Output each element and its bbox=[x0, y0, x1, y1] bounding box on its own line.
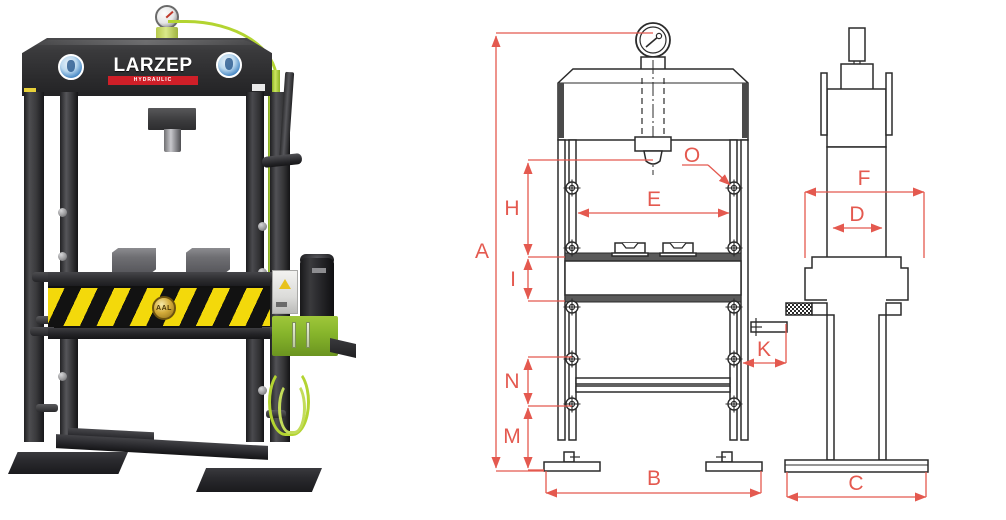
electrical-control-box bbox=[272, 270, 298, 314]
hose-coil-outer bbox=[268, 368, 310, 436]
dimension-label-M: M bbox=[503, 425, 521, 448]
hand-pump-lever bbox=[278, 71, 295, 165]
support-pin bbox=[36, 404, 58, 412]
control-box-label bbox=[276, 302, 287, 307]
motor-nameplate bbox=[312, 268, 326, 273]
column-pin bbox=[258, 386, 267, 395]
safety-hazard-panel bbox=[48, 286, 270, 328]
dimension-O bbox=[682, 164, 731, 186]
safety-symbol-right-icon bbox=[216, 52, 242, 78]
dimension-label-I: I bbox=[510, 268, 516, 291]
electric-motor bbox=[300, 258, 334, 318]
head-beam-highlight bbox=[30, 40, 262, 45]
base-plate-left bbox=[8, 452, 128, 474]
dimension-label-E: E bbox=[647, 188, 661, 211]
hydraulic-oil-tank bbox=[272, 316, 338, 356]
press-table-beam bbox=[48, 272, 270, 286]
pump-mount-bracket bbox=[330, 338, 356, 358]
dimension-label-K: K bbox=[757, 338, 771, 361]
support-pin bbox=[36, 316, 58, 324]
column-pin bbox=[258, 222, 267, 231]
safety-symbol-left-icon bbox=[58, 54, 84, 80]
warning-triangle-icon bbox=[279, 279, 291, 289]
column-left-inner bbox=[60, 92, 78, 442]
dimension-H bbox=[523, 159, 653, 258]
dimension-K bbox=[742, 324, 787, 368]
white-tag bbox=[252, 84, 265, 91]
table-arm-left bbox=[32, 272, 54, 282]
dimension-label-H: H bbox=[504, 197, 519, 220]
dimension-F bbox=[804, 187, 925, 258]
sight-gauge bbox=[292, 322, 296, 348]
dimension-C bbox=[786, 472, 927, 502]
column-pin bbox=[58, 252, 67, 261]
dimension-label-D: D bbox=[849, 203, 864, 226]
dimension-label-C: C bbox=[848, 472, 863, 495]
base-plate-right bbox=[196, 468, 322, 492]
hydraulic-cylinder bbox=[148, 108, 196, 130]
dimension-I bbox=[523, 258, 565, 302]
drawing-gauge-icon bbox=[635, 22, 671, 58]
dimension-N bbox=[523, 356, 572, 407]
lower-support-beam bbox=[48, 328, 270, 339]
quality-badge: AAL bbox=[152, 296, 176, 320]
dimension-label-A: A bbox=[475, 240, 489, 263]
sight-gauge bbox=[306, 322, 310, 348]
dimension-label-B: B bbox=[647, 467, 661, 490]
lower-arm-left bbox=[30, 327, 54, 336]
v-block-left bbox=[112, 248, 156, 274]
column-pin bbox=[58, 208, 67, 217]
brand-subtitle: HYDRAULIC bbox=[108, 76, 198, 85]
v-block-right bbox=[186, 248, 230, 274]
dimension-drawing: A B C D E F H I K M N O bbox=[460, 0, 1006, 520]
column-left-outer bbox=[24, 92, 44, 442]
dimension-label-N: N bbox=[504, 370, 519, 393]
column-right-inner bbox=[246, 92, 264, 442]
yellow-tag bbox=[24, 88, 36, 93]
dimension-B bbox=[545, 471, 762, 498]
dimension-label-F: F bbox=[858, 167, 871, 190]
dimension-label-O: O bbox=[684, 144, 700, 167]
hose-coil-inner bbox=[278, 382, 306, 434]
dimension-A bbox=[491, 32, 653, 472]
column-pin bbox=[58, 372, 67, 381]
product-photo: LARZEP HYDRAULIC AAL bbox=[0, 0, 460, 520]
cylinder-ram bbox=[164, 129, 181, 152]
brand-logo: LARZEP bbox=[113, 55, 193, 76]
dimension-M bbox=[523, 407, 544, 471]
